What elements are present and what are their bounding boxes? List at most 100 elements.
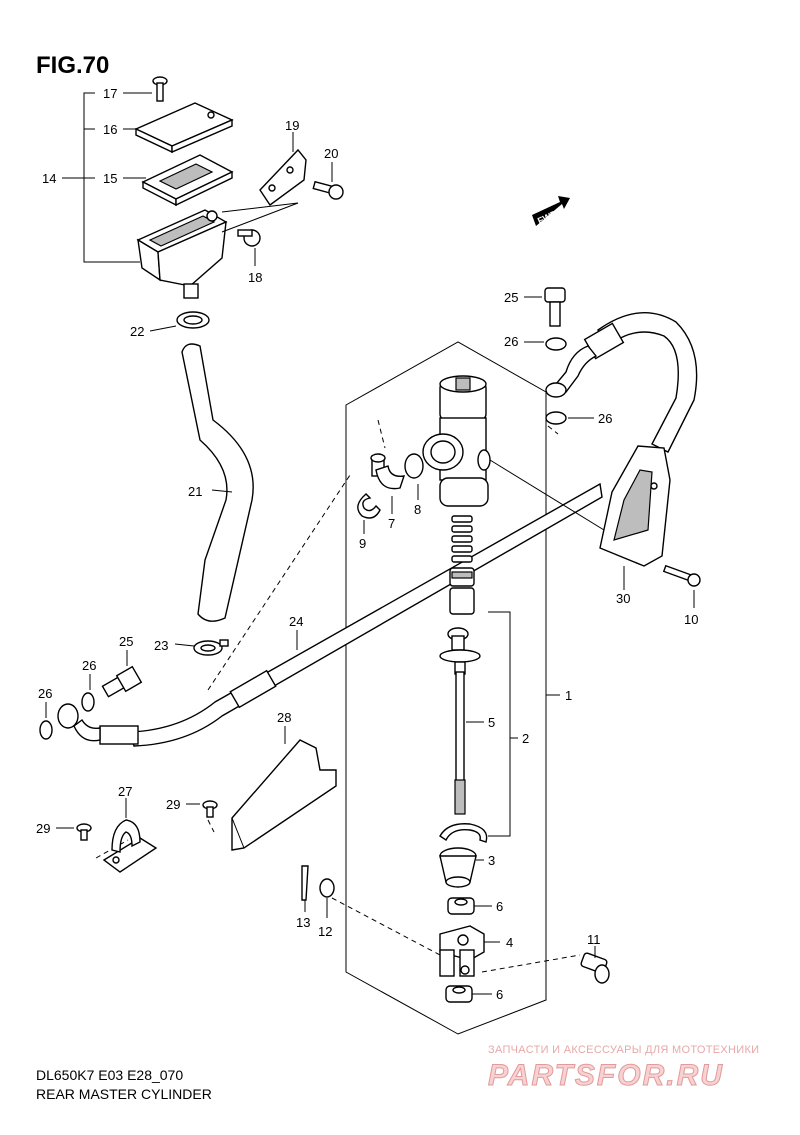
callout-2: 2 (522, 731, 529, 746)
plate-screw (662, 564, 701, 587)
callout-19: 19 (285, 118, 299, 133)
lock-nut-upper (447, 897, 475, 915)
callout-16: 16 (103, 122, 117, 137)
leader-22 (149, 325, 177, 332)
clip-screw (76, 823, 92, 841)
watermark-tagline: ЗАПЧАСТИ И АКСЕССУАРЫ ДЛЯ МОТОТЕХНИКИ (488, 1044, 759, 1056)
hose-to-cylinder-dash (207, 474, 351, 691)
callout-9: 9 (359, 536, 366, 551)
lock-nut-lower (445, 985, 473, 1003)
callout-6b: 6 (496, 987, 503, 1002)
reservoir-cap-screw (152, 76, 168, 102)
callout-27: 27 (118, 784, 132, 799)
dust-boot (439, 847, 477, 888)
o-ring (404, 453, 424, 479)
callout-24: 24 (289, 614, 303, 629)
diagram-caption: REAR MASTER CYLINDER (36, 1086, 212, 1102)
washer-26-c (545, 337, 567, 351)
reservoir-cap (134, 102, 234, 154)
union-bolt-left (101, 665, 143, 698)
push-rod (439, 627, 481, 815)
brake-hose-30 (597, 312, 698, 453)
banjo-union-right (545, 382, 567, 398)
banjo-dash (547, 425, 559, 435)
watermark-brand: PARTSFOR.RU (488, 1059, 724, 1092)
callout-26d: 26 (598, 411, 612, 426)
reservoir-to-bracket-line2 (221, 202, 299, 233)
fwd-arrow-icon: FWD (532, 196, 570, 226)
washer-12 (319, 878, 335, 898)
master-cylinder-assembly-outline (345, 341, 547, 1035)
brake-hose-24 (129, 482, 603, 747)
callout-11: 11 (587, 932, 601, 947)
guard-dash (207, 819, 215, 833)
callout-18: 18 (248, 270, 262, 285)
reservoir-bracket (259, 148, 307, 206)
model-code: DL650K7 E03 E28_070 (36, 1067, 183, 1083)
callout-26c: 26 (504, 334, 518, 349)
brake-hose-guard (231, 739, 337, 851)
piston-cups (449, 567, 475, 615)
cotter-pin (301, 865, 309, 901)
hose-fitting (370, 453, 406, 490)
reservoir-diaphragm (141, 154, 234, 207)
callout-29a: 29 (166, 797, 180, 812)
callout-6a: 6 (496, 899, 503, 914)
washer-26-a (81, 692, 95, 712)
callout-8: 8 (414, 502, 421, 517)
callout-5: 5 (488, 715, 495, 730)
hose-union-left (57, 703, 139, 745)
callout-28: 28 (277, 710, 291, 725)
callout-3: 3 (488, 853, 495, 868)
figure-title: FIG.70 (36, 52, 109, 79)
callout-15: 15 (103, 171, 117, 186)
fwd-label: FWD (536, 208, 559, 226)
callout-4: 4 (506, 935, 513, 950)
reservoir-mount-bolt (237, 229, 261, 247)
callout-10: 10 (684, 612, 698, 627)
bracket-bolt (312, 180, 344, 200)
hose-guard-plate (599, 445, 671, 567)
callout-25a: 25 (119, 634, 133, 649)
clevis-pin (580, 952, 610, 984)
hose-clamp-lower (193, 639, 229, 656)
callout-22: 22 (130, 324, 144, 339)
leader-21 (211, 489, 233, 493)
callout-1: 1 (565, 688, 572, 703)
callout-25b: 25 (504, 290, 518, 305)
pin-dash (331, 897, 441, 956)
union-bolt-right (544, 287, 566, 327)
rod-circlip (439, 823, 488, 843)
leader-2 (488, 611, 511, 837)
washer-26-b (39, 720, 53, 740)
fitting-dash (377, 419, 386, 449)
guard-screw (202, 800, 218, 818)
leader-23 (174, 643, 195, 647)
callout-20: 20 (324, 146, 338, 161)
callout-14: 14 (42, 171, 56, 186)
hose-24-sleeve (229, 669, 277, 709)
reservoir-to-bracket-line (221, 202, 299, 213)
washer-26-d (545, 411, 567, 425)
clevis (439, 925, 485, 977)
callout-17: 17 (103, 86, 117, 101)
fluid-reservoir (136, 209, 228, 299)
callout-13: 13 (296, 915, 310, 930)
callout-12: 12 (318, 924, 332, 939)
callout-7: 7 (388, 516, 395, 531)
hose-clip (102, 819, 158, 873)
callout-30: 30 (616, 591, 630, 606)
reservoir-hose (181, 343, 254, 622)
circlip-9 (357, 493, 381, 519)
return-spring (451, 515, 473, 563)
callout-21: 21 (188, 484, 202, 499)
callout-26b: 26 (38, 686, 52, 701)
clevis-pin-dash (481, 954, 581, 973)
callout-26a: 26 (82, 658, 96, 673)
callout-23: 23 (154, 638, 168, 653)
body-to-plate-line (489, 459, 605, 531)
master-cylinder-body (422, 375, 491, 507)
hose-clamp-upper (176, 311, 210, 329)
callout-29b: 29 (36, 821, 50, 836)
